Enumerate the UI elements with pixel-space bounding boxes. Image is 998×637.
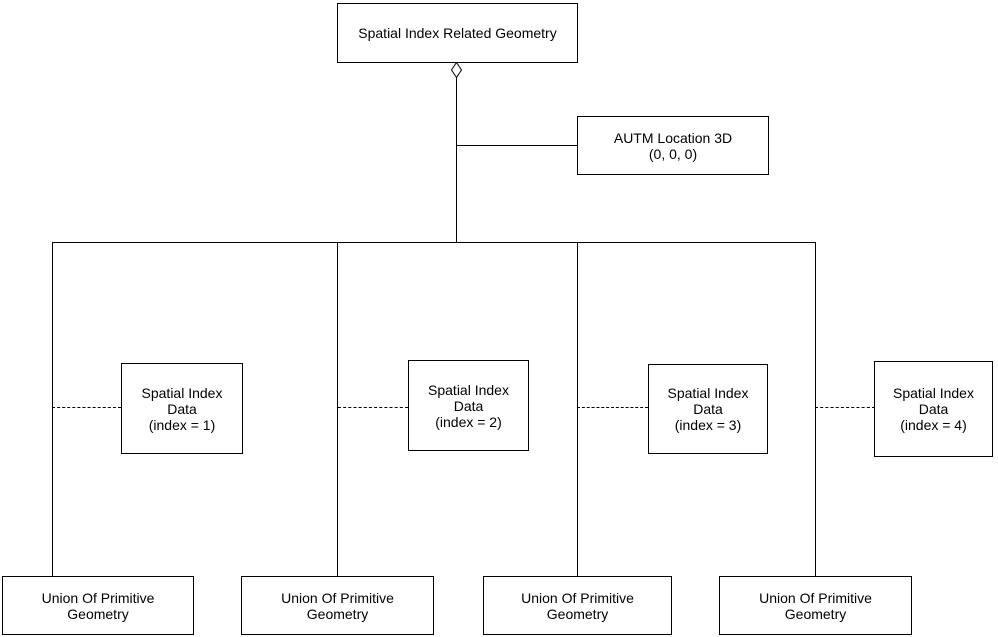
- union-of-primitive-geometry-box-3: Union Of Primitive Geometry: [483, 576, 672, 635]
- branch-line-2: [337, 242, 338, 577]
- dashed-connector-4: [815, 407, 875, 408]
- spatial-index-data-2-line1: Spatial Index: [428, 381, 509, 398]
- union-box-4-line1: Union Of Primitive: [759, 589, 872, 606]
- union-box-3-line1: Union Of Primitive: [521, 589, 634, 606]
- dashed-connector-3: [577, 407, 648, 408]
- spatial-index-data-1-line2: Data: [167, 400, 197, 417]
- union-of-primitive-geometry-box-1: Union Of Primitive Geometry: [2, 576, 194, 635]
- spatial-index-data-2-line2: Data: [453, 397, 484, 414]
- dashed-connector-1: [52, 407, 121, 408]
- branch-line-1: [52, 242, 53, 577]
- union-box-1-line1: Union Of Primitive: [41, 589, 155, 606]
- aggregation-diamond-icon: [450, 62, 463, 78]
- autm-location-box: AUTM Location 3D (0, 0, 0): [577, 116, 769, 175]
- spatial-index-data-box-2: Spatial Index Data (index = 2): [408, 360, 529, 451]
- union-box-2-line1: Union Of Primitive: [281, 589, 394, 606]
- spatial-index-data-box-4: Spatial Index Data (index = 4): [874, 361, 993, 457]
- root-class-label: Spatial Index Related Geometry: [358, 25, 557, 41]
- autm-connector-line: [457, 145, 577, 146]
- autm-location-label: AUTM Location 3D: [613, 129, 733, 146]
- spatial-index-data-1-line1: Spatial Index: [141, 384, 223, 401]
- trunk-line: [456, 77, 457, 242]
- union-of-primitive-geometry-box-4: Union Of Primitive Geometry: [719, 576, 912, 635]
- horizontal-bus-line: [52, 242, 816, 243]
- spatial-index-data-box-3: Spatial Index Data (index = 3): [648, 364, 768, 454]
- spatial-index-data-2-line3: (index = 2): [435, 413, 502, 430]
- spatial-index-data-3-line1: Spatial Index: [667, 385, 749, 401]
- union-box-2-line2: Geometry: [306, 605, 369, 622]
- spatial-index-data-4-line1: Spatial Index: [893, 385, 974, 401]
- spatial-index-data-3-line2: Data: [693, 401, 723, 417]
- union-box-1-line2: Geometry: [67, 605, 129, 622]
- branch-line-3: [577, 242, 578, 577]
- spatial-index-data-3-line3: (index = 3): [674, 417, 742, 433]
- spatial-index-data-4-line3: (index = 4): [900, 417, 967, 433]
- spatial-index-data-1-line3: (index = 1): [148, 416, 216, 433]
- branch-line-4: [815, 242, 816, 577]
- dashed-connector-2: [338, 407, 408, 408]
- spatial-index-data-box-1: Spatial Index Data (index = 1): [121, 363, 243, 454]
- union-box-3-line2: Geometry: [546, 605, 609, 622]
- union-box-4-line2: Geometry: [784, 605, 847, 622]
- union-of-primitive-geometry-box-2: Union Of Primitive Geometry: [241, 576, 434, 635]
- spatial-index-data-4-line2: Data: [918, 401, 949, 417]
- root-class-box: Spatial Index Related Geometry: [337, 3, 578, 63]
- autm-location-coords: (0, 0, 0): [648, 145, 698, 162]
